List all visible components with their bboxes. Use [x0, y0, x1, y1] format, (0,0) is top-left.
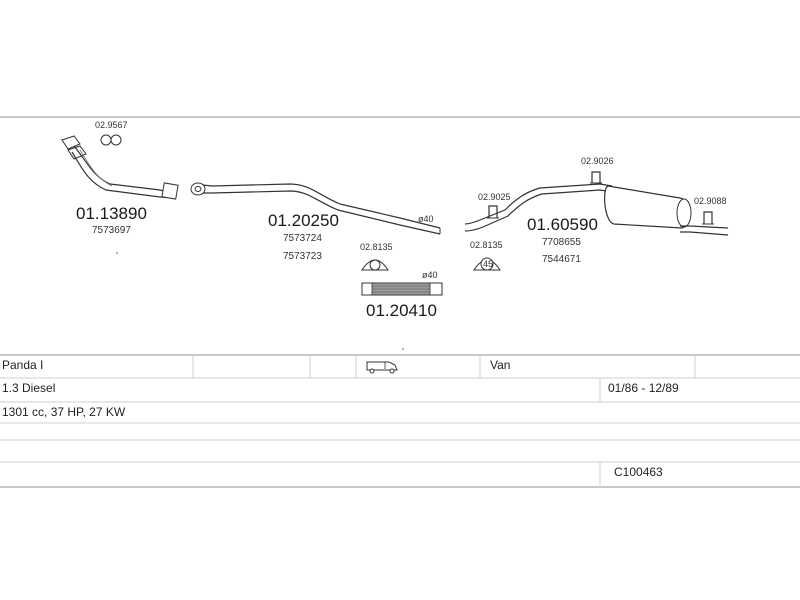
- front-pipe-oem: 7573697: [92, 225, 131, 236]
- gasket-icon: [100, 134, 122, 146]
- hanger-left-number: 02.8135: [360, 242, 393, 252]
- vehicle-model: Panda I: [2, 358, 44, 372]
- mount-bracket-icon: [487, 205, 499, 219]
- flex-joint[interactable]: [361, 282, 443, 296]
- rubber-hanger-icon: [473, 257, 501, 271]
- rear-hanger-label: 45: [483, 259, 493, 269]
- rear-silencer-oem-2: 7544671: [542, 254, 581, 265]
- rear-silencer-number: 01.60590: [527, 215, 598, 234]
- vehicle-production: 01/86 - 12/89: [608, 381, 679, 395]
- front-pipe[interactable]: [61, 135, 179, 200]
- flex-joint-diameter: ø40: [422, 270, 438, 280]
- rear-silencer-oem-1: 7708655: [542, 237, 581, 248]
- vehicle-specs: 1301 cc, 37 HP, 27 KW: [2, 405, 126, 419]
- vehicle-body: Van: [490, 358, 511, 372]
- front-pipe-gasket-number: 02.9567: [95, 120, 128, 130]
- van-icon: [366, 361, 398, 374]
- rear-hanger-number: 02.8135: [470, 240, 503, 250]
- catalog-code: C100463: [614, 465, 663, 479]
- middle-pipe-oem-1: 7573724: [283, 233, 322, 244]
- front-pipe-number: 01.13890: [76, 204, 147, 223]
- rear-mount-a-number: 02.9026: [581, 156, 614, 166]
- mount-bracket-icon: [590, 171, 602, 184]
- rear-silencer[interactable]: [464, 183, 729, 236]
- mount-bracket-icon: [702, 211, 714, 225]
- middle-pipe-oem-2: 7573723: [283, 251, 322, 262]
- middle-pipe-number: 01.20250: [268, 211, 339, 230]
- rear-mount-b-number: 02.9025: [478, 192, 511, 202]
- tail-mount-number: 02.9088: [694, 196, 727, 206]
- middle-pipe[interactable]: [190, 182, 441, 235]
- middle-pipe-diameter: ø40: [418, 214, 434, 224]
- flex-joint-number: 01.20410: [366, 301, 437, 320]
- vehicle-engine: 1.3 Diesel: [2, 381, 56, 395]
- rubber-hanger-icon: [361, 259, 389, 271]
